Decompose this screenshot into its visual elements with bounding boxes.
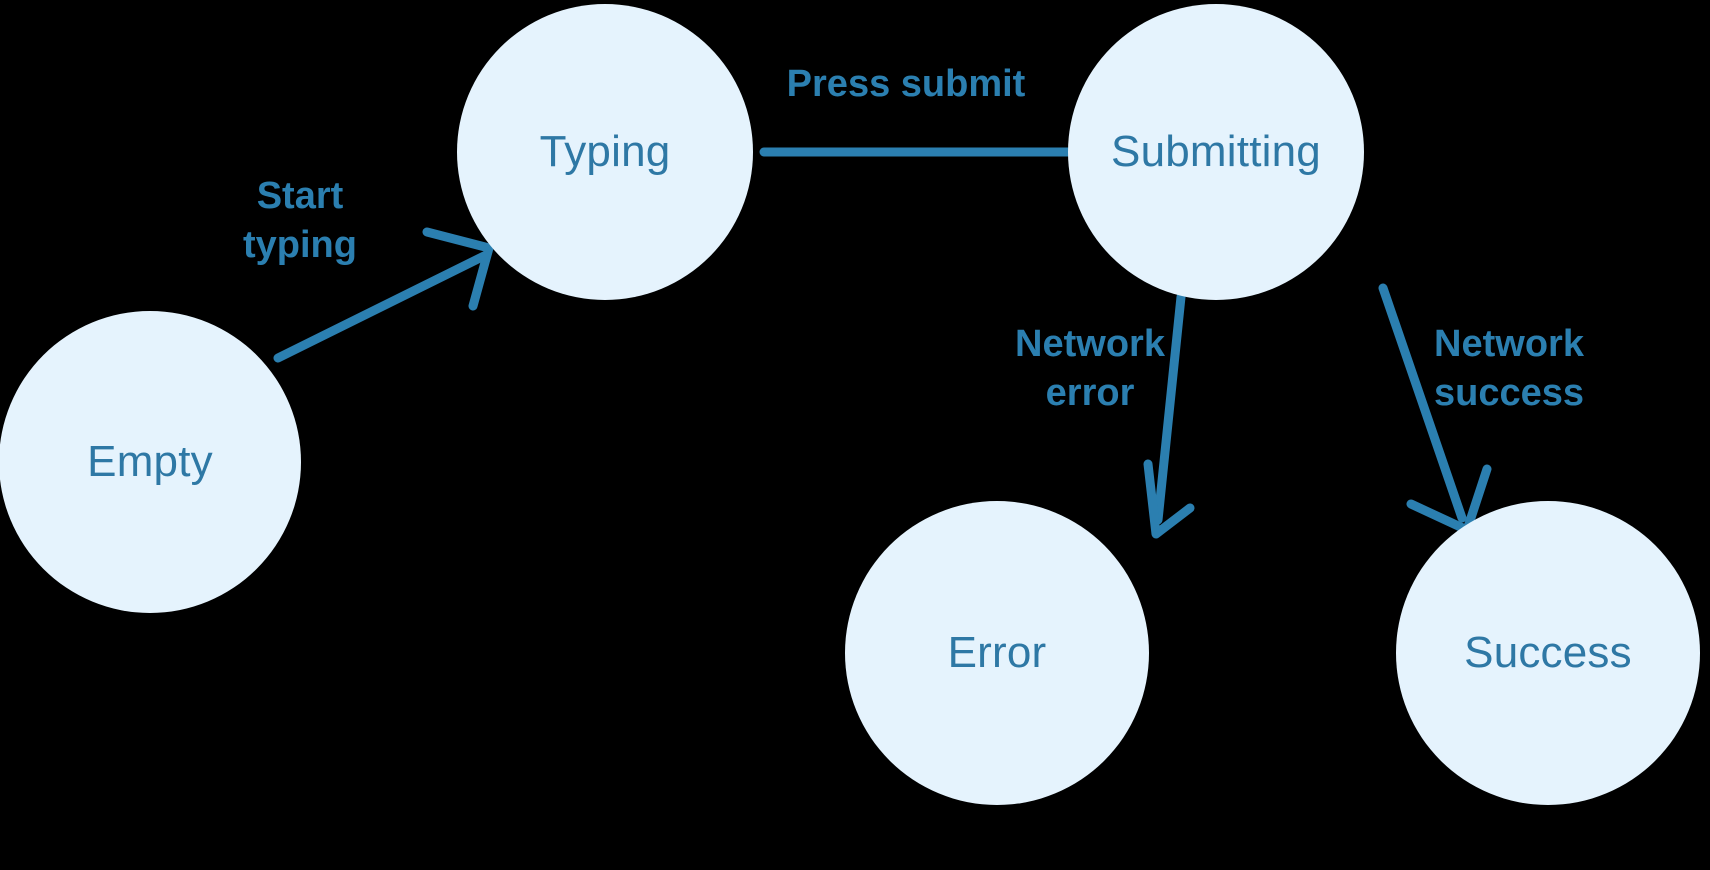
state-node-error[interactable]: Error — [845, 501, 1149, 805]
arrowhead-submitting-to-error — [1143, 459, 1195, 539]
state-node-empty[interactable]: Empty — [0, 311, 301, 613]
state-label-success: Success — [1464, 628, 1632, 677]
edge-submitting-to-error — [1143, 292, 1195, 539]
edge-line-submitting-to-success — [1378, 283, 1467, 523]
state-node-submitting[interactable]: Submitting — [1068, 4, 1364, 300]
edge-line-empty-to-typing — [273, 251, 489, 363]
edge-label-press-submit: Press submit — [786, 63, 1026, 105]
state-label-empty: Empty — [87, 437, 213, 486]
state-label-submitting: Submitting — [1111, 127, 1321, 176]
edge-empty-to-typing — [273, 227, 494, 363]
edge-line-submitting-to-error — [1153, 292, 1186, 525]
state-label-error: Error — [947, 628, 1047, 677]
state-label-typing: Typing — [539, 127, 671, 176]
edge-label-network-success: Network success — [1433, 323, 1584, 414]
edge-label-network-error: Network error — [1015, 323, 1165, 414]
state-node-success[interactable]: Success — [1396, 501, 1700, 805]
state-node-typing[interactable]: Typing — [457, 4, 753, 300]
arrowhead-empty-to-typing — [422, 227, 494, 311]
edge-label-start-typing: Start typing — [243, 175, 357, 266]
